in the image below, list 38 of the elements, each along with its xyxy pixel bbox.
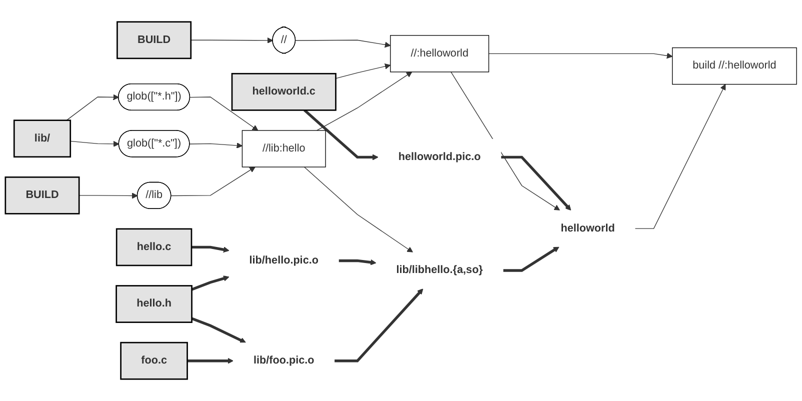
arrow	[70, 140, 120, 147]
arrow	[488, 52, 673, 59]
arrow	[634, 84, 726, 229]
node-box: lib/	[13, 120, 72, 158]
arrow	[187, 358, 234, 364]
arrow	[66, 94, 119, 121]
arrow	[335, 63, 391, 79]
node-box: hello.c	[116, 228, 192, 266]
node-box: build //:helloworld	[672, 47, 797, 85]
node-text: lib/libhello.{a,so}	[396, 264, 483, 276]
arrow	[190, 96, 258, 131]
arrow	[503, 246, 560, 272]
arrow	[304, 166, 414, 253]
arrow	[295, 40, 391, 48]
node-box: BUILD	[4, 176, 80, 214]
arrow	[170, 166, 256, 196]
node-box: foo.c	[120, 342, 188, 380]
node-text: helloworld.pic.o	[398, 151, 481, 163]
arrow	[501, 156, 572, 211]
arrow	[78, 192, 138, 199]
arrow	[334, 288, 424, 362]
arrow	[190, 37, 274, 44]
node-box: helloworld.c	[231, 72, 336, 111]
node-box: BUILD	[116, 21, 192, 60]
node-box: //:helloworld	[390, 35, 490, 72]
arrow	[304, 109, 378, 160]
node-text: lib/foo.pic.o	[254, 354, 314, 366]
arrow	[189, 142, 242, 148]
arrow	[450, 72, 560, 211]
arrow	[191, 276, 230, 291]
node-box: hello.h	[116, 285, 192, 323]
node-text: helloworld	[560, 222, 615, 234]
node-box: //lib:hello	[242, 130, 326, 168]
arrow	[338, 259, 376, 266]
arrow	[191, 317, 246, 343]
node-text: lib/hello.pic.o	[249, 254, 318, 266]
arrow	[192, 246, 230, 253]
arrow	[316, 72, 412, 131]
